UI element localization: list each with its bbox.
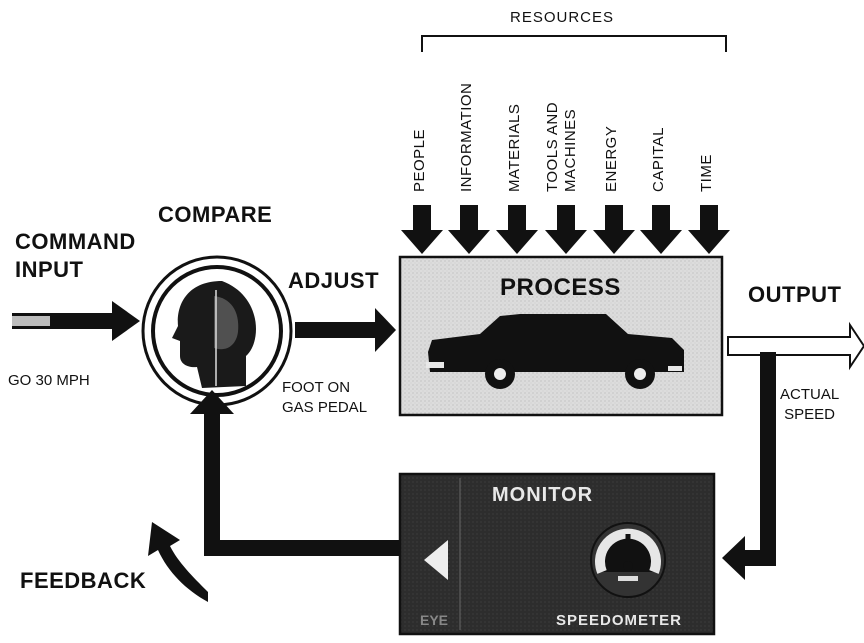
resource-label-people: PEOPLE <box>411 129 429 192</box>
resource-arrow-time <box>688 205 730 254</box>
resources-bracket <box>422 36 726 52</box>
adjust-label: ADJUST <box>288 268 379 294</box>
eye-label: EYE <box>420 612 448 628</box>
compare-label: COMPARE <box>158 202 272 228</box>
resource-label-information: INFORMATION <box>458 83 476 192</box>
resource-arrow-tools <box>545 205 587 254</box>
actual-speed-arrow <box>722 352 776 580</box>
resource-label-tools: TOOLS AND MACHINES <box>544 102 580 192</box>
command-input-arrow <box>12 301 140 341</box>
resource-arrow-information <box>448 205 490 254</box>
output-detail: ACTUAL SPEED <box>780 385 839 425</box>
resource-label-energy: ENERGY <box>603 126 621 192</box>
monitor-label: MONITOR <box>492 484 593 507</box>
resource-arrow-capital <box>640 205 682 254</box>
output-label: OUTPUT <box>748 282 841 308</box>
resource-arrows <box>401 205 730 254</box>
resource-arrow-energy <box>593 205 635 254</box>
compare-head-icon <box>143 257 291 405</box>
output-arrow <box>728 325 864 367</box>
resource-arrow-people <box>401 205 443 254</box>
process-label: PROCESS <box>500 274 621 302</box>
speedometer-label: SPEEDOMETER <box>556 612 682 629</box>
feedback-curve-icon <box>148 522 208 602</box>
speedometer-icon <box>591 523 665 597</box>
resources-heading: RESOURCES <box>510 9 614 26</box>
feedback-label: FEEDBACK <box>20 568 146 594</box>
adjust-detail: FOOT ON GAS PEDAL <box>282 378 367 418</box>
resource-label-time: TIME <box>698 154 716 192</box>
resource-label-capital: CAPITAL <box>650 127 668 192</box>
command-input-label: COMMAND INPUT <box>15 228 136 284</box>
command-value: GO 30 MPH <box>8 372 90 389</box>
resource-arrow-materials <box>496 205 538 254</box>
resource-label-materials: MATERIALS <box>506 104 524 192</box>
adjust-arrow <box>295 308 396 352</box>
